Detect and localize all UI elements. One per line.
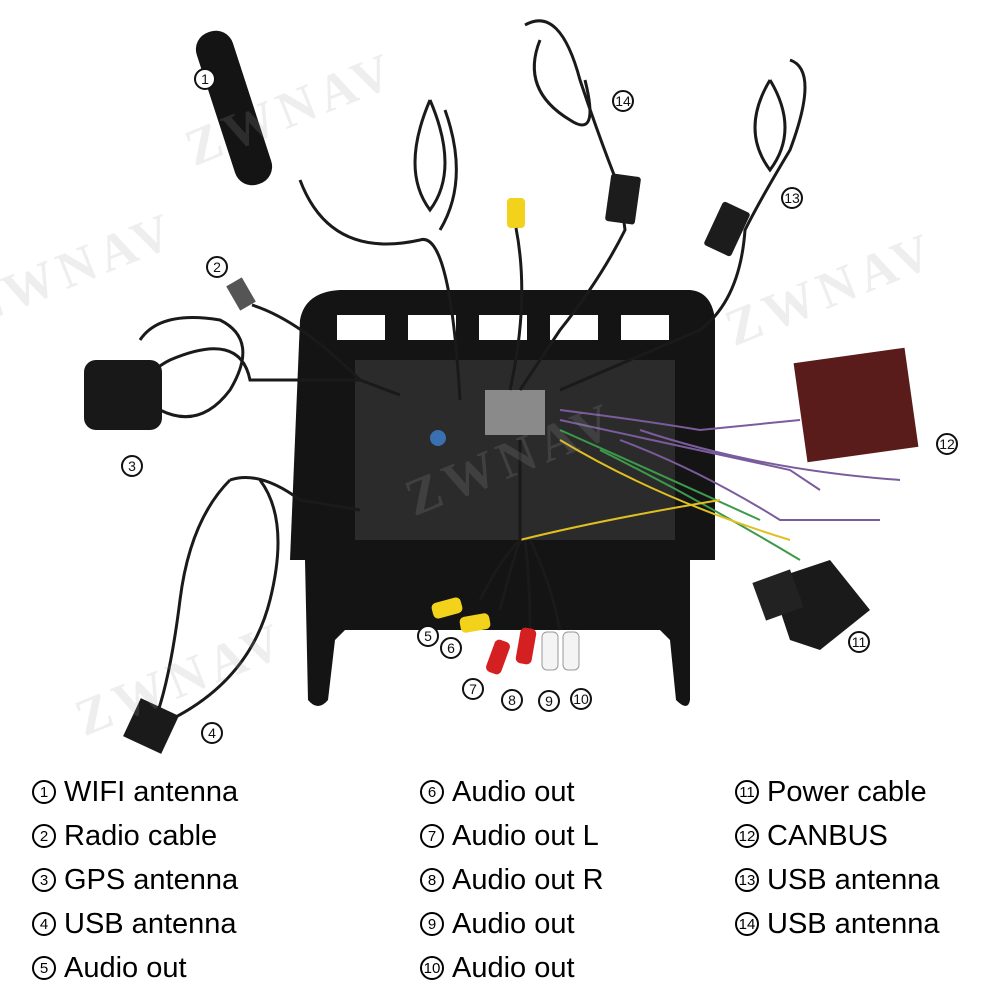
- coiled-cable: [413, 99, 458, 231]
- sticker: [430, 430, 446, 446]
- callout-11: 11: [848, 631, 870, 653]
- gps-antenna: [84, 360, 162, 430]
- rca-7: [486, 639, 510, 675]
- power-connector-2: [752, 569, 804, 621]
- radio-plug: [226, 277, 256, 311]
- canbus-box: [793, 347, 919, 463]
- rca-5: [431, 597, 463, 619]
- callout-2: 2: [206, 256, 228, 278]
- callout-5: 5: [417, 625, 439, 647]
- rca-6: [459, 613, 491, 633]
- rear-chassis: [355, 360, 675, 540]
- wifi-antenna: [195, 30, 273, 186]
- usb-cable-left: [153, 476, 361, 722]
- usb-coil-14: [532, 39, 592, 127]
- callout-9: 9: [538, 690, 560, 712]
- radio-cable: [251, 303, 401, 397]
- usb-cable-13: [559, 58, 807, 392]
- callout-8: 8: [501, 689, 523, 711]
- wiring-diagram: 1 2 3 4 5 6 7 8 9 10 11 12 13 14 ZWNAV Z…: [0, 19, 958, 754]
- wiring-illustration: [84, 19, 919, 754]
- usb-plug-left: [123, 698, 179, 754]
- power-connector: [770, 560, 870, 650]
- usb-cable-14: [518, 19, 627, 391]
- callout-3: 3: [121, 455, 143, 477]
- usb-plug-13: [704, 201, 750, 257]
- callout-6: 6: [440, 637, 462, 659]
- rca-8: [515, 627, 537, 665]
- gps-cable: [138, 316, 360, 419]
- rca-top-yellow: [507, 198, 525, 228]
- canbus-wires-3: [519, 439, 791, 541]
- rca-top-cable: [508, 227, 524, 391]
- rca-10: [562, 631, 580, 671]
- connector-block: [485, 390, 545, 435]
- usb-plug-14: [605, 173, 641, 225]
- rca-bundle: [478, 440, 562, 631]
- callout-14: 14: [612, 90, 634, 112]
- rca-9: [541, 631, 559, 671]
- callout-4: 4: [201, 722, 223, 744]
- callout-13: 13: [781, 187, 803, 209]
- callout-10: 10: [570, 688, 592, 710]
- usb-coil-13: [753, 79, 787, 173]
- callout-7: 7: [462, 678, 484, 700]
- canbus-wires: [559, 409, 901, 521]
- callout-1: 1: [194, 68, 216, 90]
- callout-12: 12: [936, 433, 958, 455]
- wifi-cable: [298, 179, 462, 401]
